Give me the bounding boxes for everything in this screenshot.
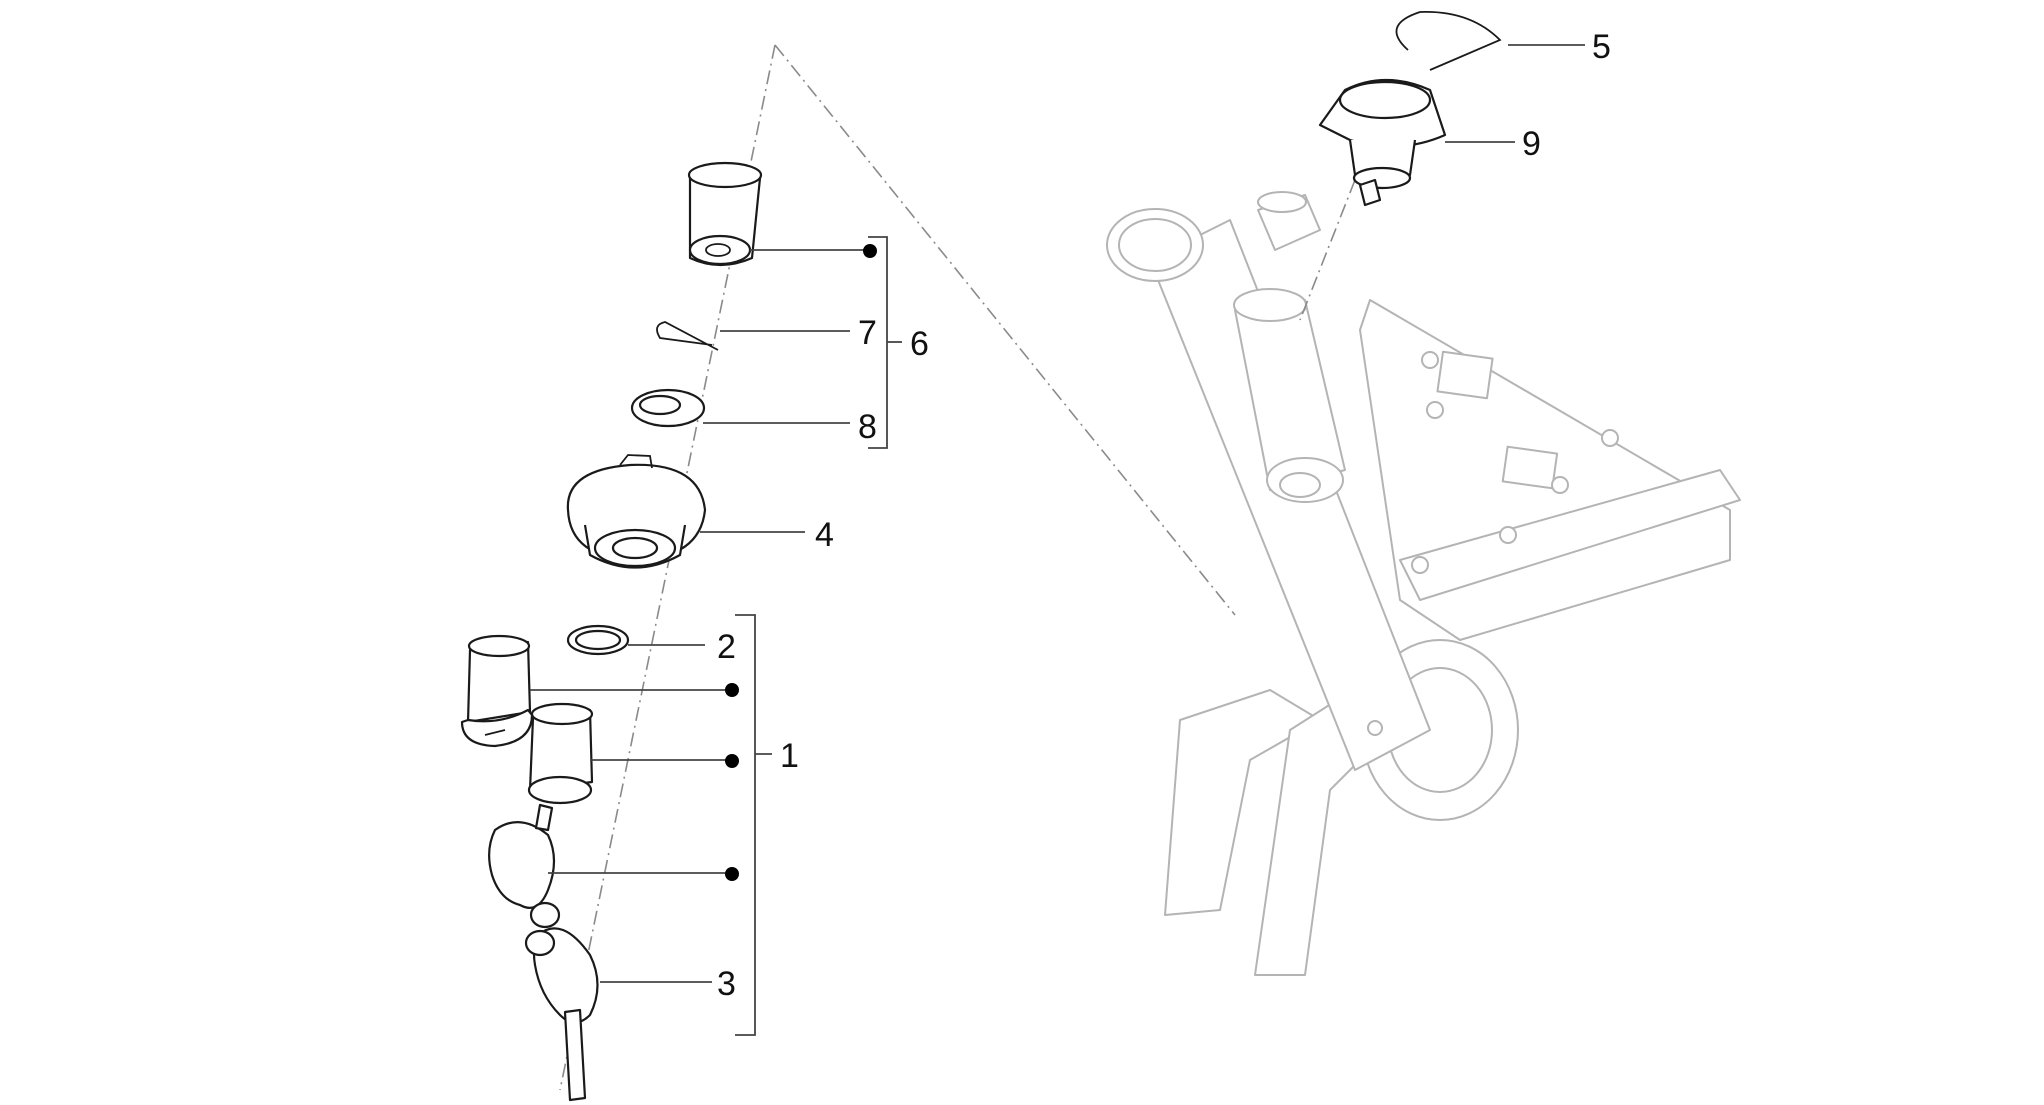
frame-plate-hole-2 bbox=[1426, 401, 1444, 419]
callout-1: 1 bbox=[780, 737, 799, 775]
frame-tube-opening-inner bbox=[1118, 218, 1192, 272]
key-upper-head bbox=[488, 821, 556, 909]
housing-tab bbox=[619, 454, 653, 469]
callout-6: 6 bbox=[910, 325, 929, 363]
cylinder-body-face-slot bbox=[705, 243, 731, 257]
assembly-axes bbox=[559, 44, 1356, 1091]
group-1-marker-dot-c bbox=[725, 867, 739, 881]
part-9-ignition-lock bbox=[1318, 78, 1447, 207]
axis-main-to-frame bbox=[774, 44, 1236, 616]
cylinder-body-face bbox=[688, 234, 752, 266]
cylinder-a-top bbox=[467, 634, 531, 658]
cylinder-b-face bbox=[527, 775, 593, 805]
ring-inner bbox=[574, 629, 622, 651]
part-4-lock-housing bbox=[566, 454, 707, 569]
key-ring-1 bbox=[529, 901, 561, 929]
key-lower-blade bbox=[563, 1008, 587, 1102]
callout-7: 7 bbox=[858, 314, 877, 352]
housing-bore-inner bbox=[611, 536, 659, 560]
frame-plate-hole-5 bbox=[1499, 526, 1517, 544]
frame-post-top bbox=[1257, 191, 1307, 213]
frame-plate-hole-1 bbox=[1421, 351, 1439, 369]
washer-inner bbox=[638, 394, 682, 416]
leader-lines bbox=[530, 44, 1585, 983]
key-ring-2 bbox=[524, 929, 556, 957]
cylinder-b-top bbox=[530, 702, 594, 726]
callout-9: 9 bbox=[1522, 125, 1541, 163]
frame-left-leg bbox=[1164, 689, 1321, 916]
group-brackets bbox=[725, 236, 902, 1036]
axis-main-vertical bbox=[559, 44, 776, 1091]
part-8-washer bbox=[630, 388, 706, 428]
part-5-wire-clip bbox=[1395, 11, 1502, 71]
part-1-lock-cylinder-b bbox=[527, 702, 594, 805]
group-1-marker-dot-b bbox=[725, 754, 739, 768]
group-1-marker-dot-a bbox=[725, 683, 739, 697]
frame-plate-rail bbox=[1399, 469, 1741, 601]
bracket-group-1 bbox=[735, 614, 756, 1036]
frame-plate-hole-6 bbox=[1411, 556, 1429, 574]
key-upper bbox=[488, 803, 561, 929]
frame-lock-housing-top bbox=[1233, 288, 1307, 322]
frame-leg-hole bbox=[1367, 720, 1383, 736]
callout-5: 5 bbox=[1592, 28, 1611, 66]
part-7-spring-clip bbox=[656, 321, 719, 351]
group-6-marker-dot bbox=[863, 244, 877, 258]
key-lower bbox=[524, 927, 599, 1102]
frame-plate-hole-3 bbox=[1601, 429, 1619, 447]
part-2-ring bbox=[566, 624, 630, 656]
part-6-cylinder-body bbox=[687, 161, 763, 267]
key-upper-shank bbox=[534, 803, 554, 832]
cylinder-body-top bbox=[687, 161, 763, 189]
callout-2: 2 bbox=[717, 628, 736, 666]
frame-lock-housing-bore bbox=[1279, 472, 1321, 498]
frame-plate-window-2 bbox=[1501, 445, 1559, 490]
callout-labels: 5 9 7 6 8 4 2 1 3 bbox=[717, 28, 1611, 1003]
cylinder-a-keyway bbox=[484, 729, 506, 736]
lock9-tip bbox=[1358, 178, 1382, 207]
callout-4: 4 bbox=[815, 516, 834, 554]
callout-3: 3 bbox=[717, 965, 736, 1003]
ghosted-frame-assembly bbox=[1106, 191, 1741, 976]
frame-plate-window-1 bbox=[1436, 350, 1494, 400]
callout-8: 8 bbox=[858, 408, 877, 446]
frame-plate-hole-4 bbox=[1551, 476, 1569, 494]
cylinder-a-face bbox=[460, 708, 534, 748]
part-1-lock-cylinder-a bbox=[460, 634, 534, 748]
lock9-top bbox=[1338, 80, 1432, 120]
